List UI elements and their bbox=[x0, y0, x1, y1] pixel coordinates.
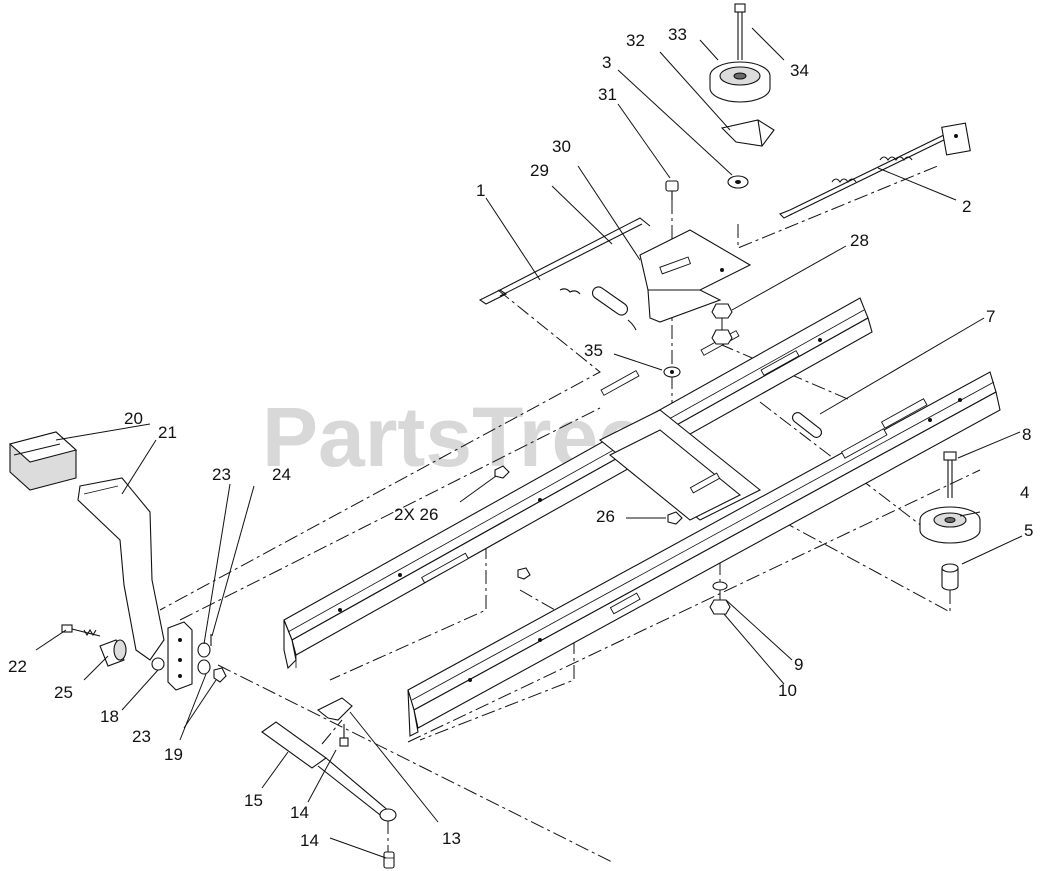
nut bbox=[517, 567, 531, 580]
callout-14-lower: 14 bbox=[300, 831, 319, 850]
nut bbox=[711, 303, 733, 345]
callout-32: 32 bbox=[626, 31, 645, 50]
callout-26: 26 bbox=[596, 507, 615, 526]
callout-2: 2 bbox=[962, 197, 971, 216]
pulley-bolt bbox=[943, 451, 957, 498]
callout-13: 13 bbox=[442, 829, 461, 848]
leader-lines bbox=[35, 27, 1023, 859]
callout-24: 24 bbox=[272, 465, 291, 484]
screw bbox=[383, 851, 395, 869]
callout-2x26: 2X 26 bbox=[394, 505, 438, 524]
brake-pedal bbox=[77, 477, 165, 671]
callout-21: 21 bbox=[158, 423, 177, 442]
callout-14-upper: 14 bbox=[290, 803, 309, 822]
nut bbox=[667, 511, 683, 525]
pulley-bracket bbox=[720, 119, 775, 147]
callout-34: 34 bbox=[790, 61, 809, 80]
pivot-bolt bbox=[61, 624, 101, 637]
callout-35: 35 bbox=[584, 341, 603, 360]
callout-3: 3 bbox=[602, 53, 611, 72]
frame-rail-front bbox=[407, 371, 1001, 737]
callout-5: 5 bbox=[1024, 521, 1033, 540]
control-rod bbox=[478, 217, 651, 305]
drive-pulley bbox=[919, 506, 981, 544]
callout-20: 20 bbox=[124, 409, 143, 428]
callout-4: 4 bbox=[1020, 483, 1029, 502]
callout-9: 9 bbox=[794, 655, 803, 674]
callout-29: 29 bbox=[530, 161, 549, 180]
washer bbox=[197, 659, 211, 675]
callout-10: 10 bbox=[778, 681, 797, 700]
callout-19: 19 bbox=[164, 745, 183, 764]
callout-22: 22 bbox=[8, 657, 27, 676]
callout-30: 30 bbox=[552, 137, 571, 156]
nut bbox=[213, 667, 227, 683]
tension-spring bbox=[791, 412, 823, 438]
idler-pulley bbox=[709, 61, 771, 103]
bushing bbox=[99, 639, 127, 667]
callout-31: 31 bbox=[598, 85, 617, 104]
callout-28: 28 bbox=[850, 231, 869, 250]
nut bbox=[709, 599, 731, 615]
pedal-pad bbox=[8, 431, 78, 491]
cross-brace bbox=[598, 409, 762, 521]
brake-rod bbox=[779, 122, 971, 219]
callout-23-upper: 23 bbox=[212, 465, 231, 484]
idler-bracket bbox=[639, 229, 752, 323]
spacer bbox=[941, 563, 959, 591]
nut bbox=[494, 465, 510, 479]
pulley-bolt bbox=[734, 3, 746, 60]
callout-25: 25 bbox=[54, 683, 73, 702]
callout-labels: 1 2 3 4 5 7 8 9 10 13 14 14 15 18 19 20 … bbox=[8, 25, 1033, 850]
callout-15: 15 bbox=[244, 791, 263, 810]
brake-shaft bbox=[261, 721, 397, 822]
callout-18: 18 bbox=[100, 707, 119, 726]
spring bbox=[559, 286, 637, 331]
clamp bbox=[316, 697, 353, 721]
callout-7: 7 bbox=[986, 307, 995, 326]
washer bbox=[197, 642, 211, 658]
bolt bbox=[665, 180, 679, 200]
callout-33: 33 bbox=[668, 25, 687, 44]
callout-23-lower: 23 bbox=[132, 727, 151, 746]
screw bbox=[339, 724, 349, 747]
washer bbox=[712, 581, 728, 591]
callout-8: 8 bbox=[1022, 425, 1031, 444]
callout-1: 1 bbox=[476, 181, 485, 200]
pedal-bracket bbox=[167, 621, 193, 691]
assembly-lines bbox=[159, 164, 981, 863]
